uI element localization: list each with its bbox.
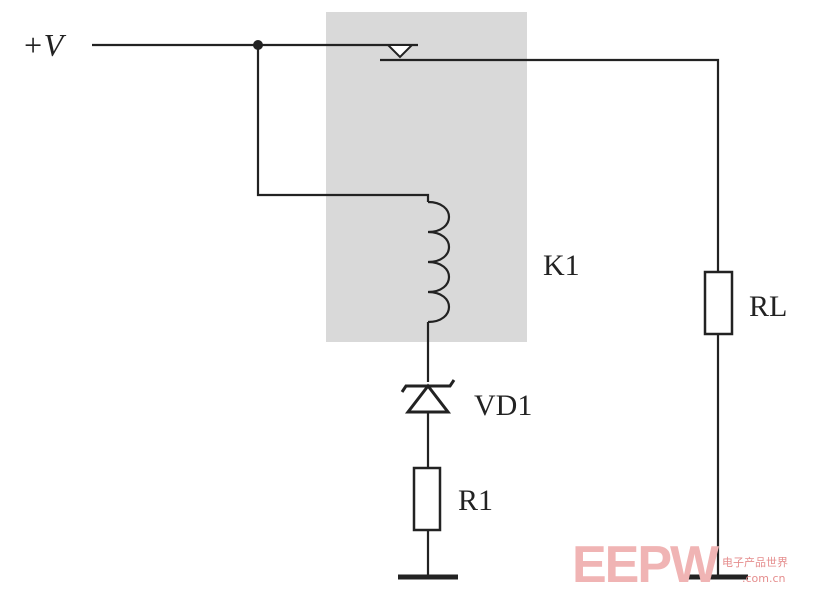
- diode-label: VD1: [474, 389, 532, 422]
- watermark-brand: EEPW: [572, 536, 720, 591]
- resistor-r1: [412, 466, 442, 532]
- supply-label: +V: [22, 27, 67, 63]
- load-wire-top: [380, 58, 720, 272]
- eepw-watermark: EEPW 电子产品世界 .com.cn: [572, 536, 788, 591]
- relay-contact: [385, 44, 415, 59]
- resistor-rl: [703, 270, 734, 336]
- relay-coil: [427, 200, 451, 324]
- relay-label: K1: [543, 249, 580, 282]
- coil-feed-wire: [256, 45, 430, 202]
- watermark-tagline: 电子产品世界: [722, 555, 788, 569]
- zener-diode-vd1: [400, 379, 456, 414]
- load-label: RL: [749, 290, 787, 323]
- relay-k1-body: [326, 12, 527, 342]
- resistor-label: R1: [458, 484, 493, 517]
- watermark-url: .com.cn: [742, 572, 786, 585]
